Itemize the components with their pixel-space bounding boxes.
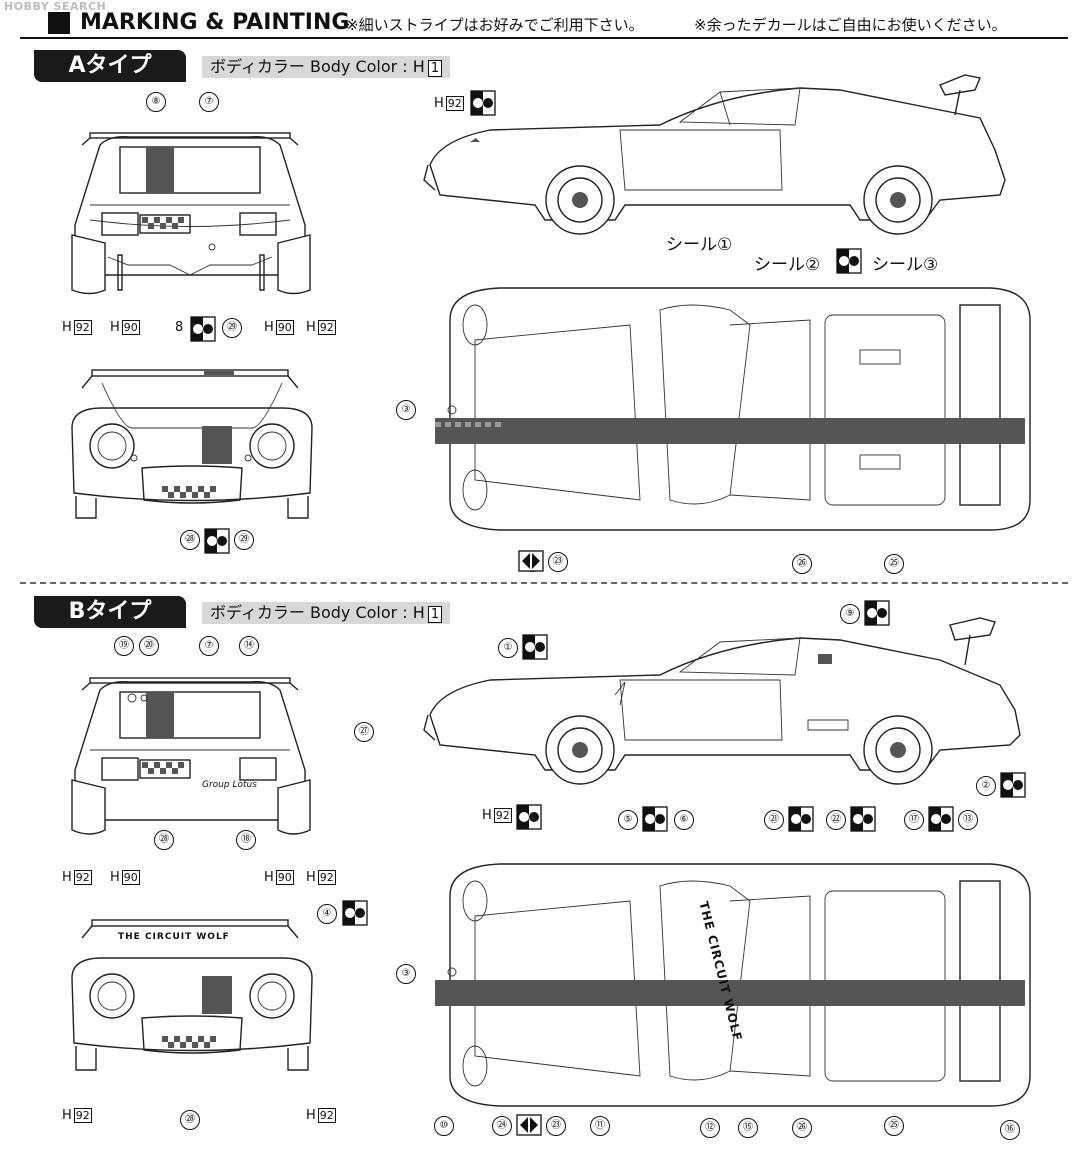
type-b-side-view (423, 617, 1021, 785)
type-a-callout-28: ㉘ (180, 530, 200, 550)
type-b-callout-13: ⑬ (958, 810, 978, 830)
type-b-callout-28a: ㉘ (154, 830, 174, 850)
type-b-callout-2: ② (976, 776, 996, 796)
type-b-callout-25: ㉕ (884, 1116, 904, 1136)
type-a-decal-icon (190, 316, 216, 342)
header-rule (20, 37, 1068, 39)
type-b-callout-9: ⑨ (840, 604, 860, 624)
type-b-decal-icon-1 (522, 634, 548, 660)
type-a-callout-7: ⑦ (199, 92, 219, 112)
type-b-front-view (71, 919, 313, 1071)
type-a-arrow-decal-icon (518, 550, 544, 572)
type-b-decal-icon-17 (928, 806, 954, 832)
type-a-callout-25: ㉕ (884, 554, 904, 574)
watermark: HOBBY SEARCH (4, 0, 107, 13)
type-b-callout-21: ㉑ (764, 810, 784, 830)
type-b-callout-1: ① (498, 638, 518, 658)
type-b-callout-26: ㉖ (792, 1118, 812, 1138)
type-a-seal-decal-icon (836, 248, 862, 274)
type-a-callout-23: ㉓ (548, 552, 568, 572)
type-b-callout-18: ⑱ (236, 830, 256, 850)
type-b-callout-10: ⑩ (434, 1116, 454, 1136)
type-a-rear-view (71, 132, 311, 295)
type-a-callout-29a: ㉙ (222, 318, 242, 338)
type-b-color-code: 1 (427, 606, 443, 623)
type-b-callout-20: ⑳ (139, 636, 159, 656)
type-a-side-view (423, 74, 1006, 235)
type-a-seal-3: シール③ (872, 255, 939, 275)
type-b-callout-6: ⑥ (674, 810, 694, 830)
type-b-callout-22: ㉒ (826, 810, 846, 830)
type-b-callout-14: ⑭ (239, 636, 259, 656)
type-b-callout-27: ㉗ (354, 722, 374, 742)
type-b-nose-decal-icon (516, 804, 542, 830)
type-b-decal-icon-22 (850, 806, 876, 832)
type-b-callout-15: ⑮ (738, 1118, 758, 1138)
type-b-group-lotus: Group Lotus (202, 780, 257, 790)
type-b-callout-12: ⑫ (700, 1118, 720, 1138)
type-b-callout-5: ⑤ (618, 810, 638, 830)
type-a-color-label: ボディカラー Body Color : H (210, 57, 425, 76)
type-a-decal-icon-2 (204, 528, 230, 554)
type-b-front-wolf-text: THE CIRCUIT WOLF (118, 932, 230, 942)
type-b-arrow-decal-icon (516, 1114, 542, 1136)
type-b-decal-icon-4 (342, 900, 368, 926)
type-a-callout-29b: ㉙ (234, 530, 254, 550)
type-b-decal-icon-5 (642, 806, 668, 832)
section-divider (20, 582, 1068, 584)
type-a-callout-26: ㉖ (792, 554, 812, 574)
decal-note: ※余ったデカールはご自由にお使いください。 (694, 16, 1007, 34)
type-b-callout-7: ⑦ (199, 636, 219, 656)
type-a-callout-3: ③ (396, 400, 416, 420)
type-a-top-view (435, 287, 1031, 531)
type-b-callout-17: ⑰ (904, 810, 924, 830)
type-b-decal-icon-21 (788, 806, 814, 832)
type-b-callout-4: ④ (317, 904, 337, 924)
type-a-front-view (71, 369, 313, 519)
type-a-rear-decal-8: 8 (175, 320, 184, 335)
type-b-top-wolf: THE CIRCUIT WOLF (696, 900, 745, 1043)
type-a-seal-1: シール① (666, 235, 733, 255)
type-a-nose-decal-icon (470, 90, 496, 116)
type-a-badge: Aタイプ (34, 50, 186, 82)
type-b-callout-28b: ㉘ (180, 1110, 200, 1130)
type-b-callout-23: ㉓ (546, 1116, 566, 1136)
type-a-callout-8: ⑧ (146, 92, 166, 112)
type-a-color-code: 1 (427, 60, 443, 77)
type-b-callout-16: ⑯ (1000, 1120, 1020, 1140)
type-b-top-view (435, 863, 1031, 1107)
header-square-icon (48, 12, 70, 34)
type-b-callout-19: ⑲ (114, 636, 134, 656)
type-b-callout-11: ⑪ (590, 1116, 610, 1136)
type-b-badge: Bタイプ (34, 596, 186, 628)
type-b-decal-icon-2 (1000, 772, 1026, 798)
type-b-callout-3: ③ (396, 964, 416, 984)
type-b-callout-24: ㉔ (492, 1116, 512, 1136)
page-title: MARKING & PAINTING (80, 10, 350, 35)
type-a-seal-2: シール② (754, 255, 821, 275)
type-b-rear-view (71, 677, 311, 835)
type-b-color-label: ボディカラー Body Color : H (210, 603, 425, 622)
type-b-decal-icon-9 (864, 600, 890, 626)
stripe-note: ※細いストライプはお好みでご利用下さい。 (346, 16, 644, 34)
